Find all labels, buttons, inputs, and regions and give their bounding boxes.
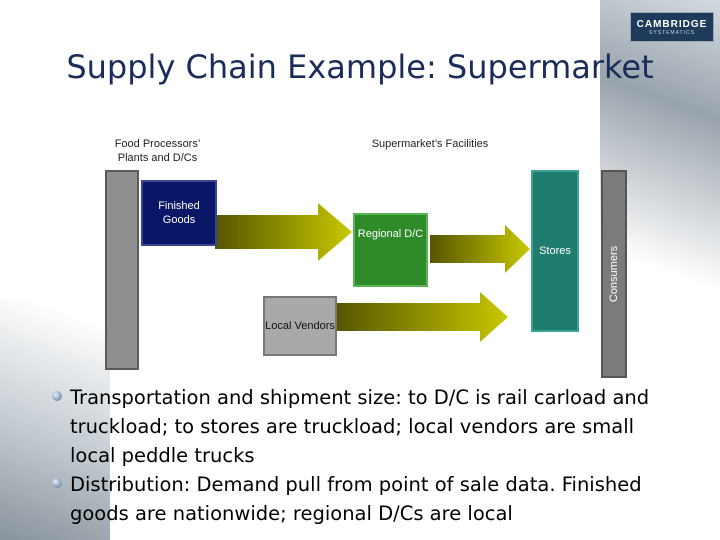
food-processors-label: Food Processors’ Plants and D/Cs bbox=[114, 138, 201, 164]
food-processors-bar bbox=[105, 170, 139, 370]
stores-box: Stores bbox=[531, 170, 579, 332]
stores-label: Stores bbox=[539, 245, 571, 257]
consumers-label: Consumers bbox=[608, 245, 620, 303]
bullet-text: Distribution: Demand pull from point of … bbox=[70, 473, 642, 525]
finished-goods-label: Finished Goods bbox=[158, 200, 200, 226]
arrow-vendors-to-stores bbox=[335, 292, 508, 342]
arrow-to-stores bbox=[430, 225, 530, 273]
finished-goods-box: Finished Goods bbox=[141, 180, 217, 246]
bullet-icon bbox=[52, 391, 62, 401]
arrow-to-regional-dc bbox=[215, 203, 352, 261]
bullet-item: Transportation and shipment size: to D/C… bbox=[52, 383, 662, 470]
facilities-label: Supermarket’s Facilities bbox=[371, 138, 489, 150]
consumers-bar: Consumers bbox=[601, 170, 627, 378]
bullet-text: Transportation and shipment size: to D/C… bbox=[70, 386, 650, 467]
logo-sub-text: SYSTEMATICS bbox=[649, 29, 695, 36]
bullet-list: Transportation and shipment size: to D/C… bbox=[52, 383, 662, 528]
regional-dc-label: Regional D/C bbox=[357, 228, 424, 240]
background-photo-bottom-left bbox=[0, 300, 110, 540]
bullet-item: Distribution: Demand pull from point of … bbox=[52, 470, 662, 528]
local-vendors-label: Local Vendors bbox=[265, 320, 335, 332]
slide-title: Supply Chain Example: Supermarket bbox=[66, 48, 654, 86]
local-vendors-box: Local Vendors bbox=[263, 296, 337, 356]
logo-main-text: CAMBRIDGE bbox=[636, 18, 708, 30]
bullet-icon bbox=[52, 478, 62, 488]
company-logo: CAMBRIDGE SYSTEMATICS bbox=[630, 12, 714, 42]
regional-dc-box: Regional D/C bbox=[353, 213, 428, 287]
